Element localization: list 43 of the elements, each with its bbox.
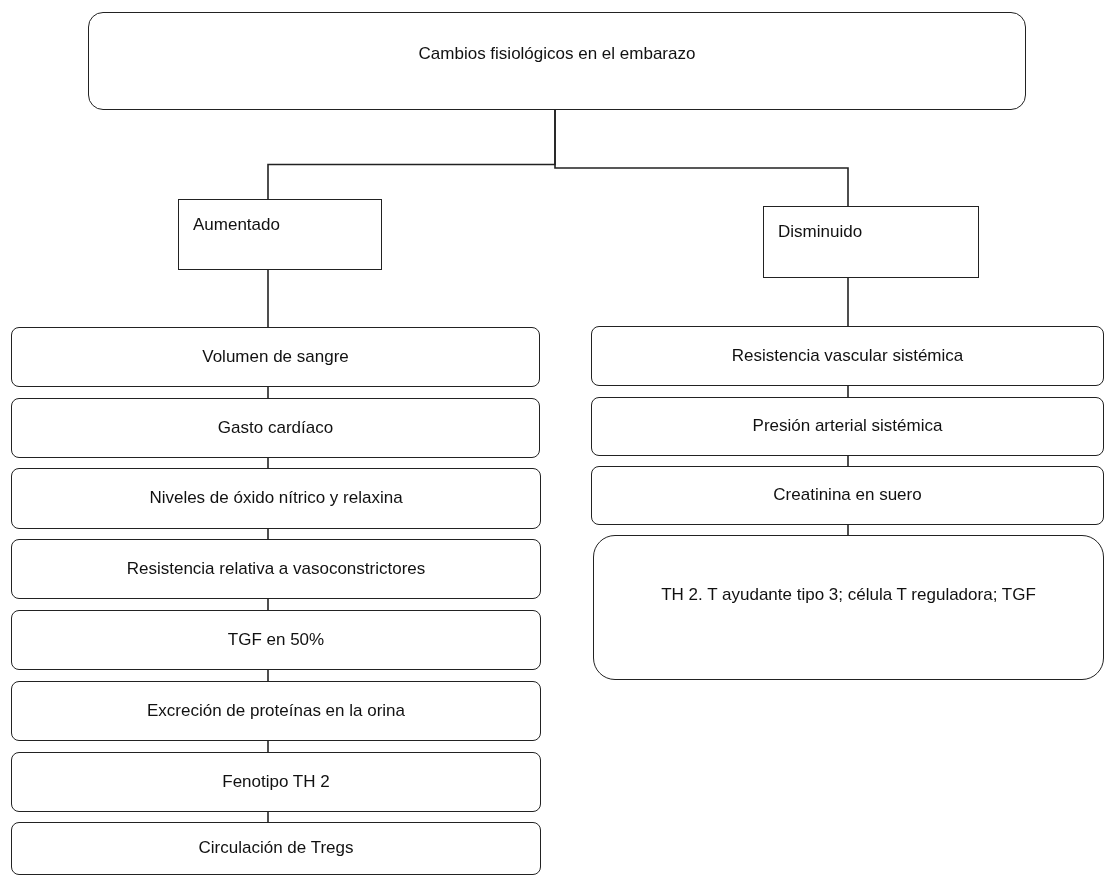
connector-line: [267, 669, 269, 682]
box-text: Resistencia vascular sistémica: [731, 344, 964, 367]
box-text: Niveles de óxido nítrico y relaxina: [149, 487, 403, 510]
rounded-box: [593, 535, 1104, 680]
connector-line: [267, 457, 269, 469]
box-text: Circulación de Tregs: [198, 837, 354, 860]
category-box: [763, 206, 979, 278]
rounded-box: [11, 610, 541, 670]
box-text: Excreción de proteínas en la orina: [147, 699, 405, 722]
rounded-box: [11, 398, 540, 458]
box-text: Volumen de sangre: [202, 345, 349, 368]
rounded-box: [11, 822, 541, 875]
rounded-box: [11, 752, 541, 812]
rounded-box: [11, 327, 540, 387]
box-text: TH 2. T ayudante tipo 3; célula T reguladora; TGF: [661, 584, 1036, 606]
box-text: Presión arterial sistémica: [752, 415, 943, 438]
box-text: Gasto cardíaco: [217, 416, 334, 439]
connector-line: [847, 277, 849, 327]
box-text: Disminuido: [778, 221, 863, 243]
connector-line: [267, 269, 269, 328]
connector-line: [267, 740, 269, 753]
connector-line: [267, 811, 269, 823]
rounded-box: [591, 326, 1104, 386]
box-text: Creatinina en suero: [773, 484, 922, 507]
rounded-box: [11, 681, 541, 741]
box-text: Aumentado: [193, 214, 280, 236]
rounded-box: [591, 397, 1104, 456]
connector-line: [847, 455, 849, 467]
connector-line: [267, 598, 269, 611]
connector-line: [267, 528, 269, 540]
box-text: Resistencia relativa a vasoconstrictores: [126, 557, 426, 580]
rounded-box: [591, 466, 1104, 525]
rounded-box: [11, 468, 541, 529]
connector-line: [267, 386, 269, 399]
connector-line: [847, 524, 849, 536]
rounded-box: [11, 539, 541, 599]
box-text: Cambios fisiológicos en el embarazo: [418, 43, 696, 65]
box-text: TGF en 50%: [227, 628, 325, 651]
category-box: [178, 199, 382, 270]
connector-line: [554, 109, 849, 207]
title-box: [88, 12, 1026, 110]
connector-line: [847, 385, 849, 398]
box-text: Fenotipo TH 2: [222, 770, 330, 793]
